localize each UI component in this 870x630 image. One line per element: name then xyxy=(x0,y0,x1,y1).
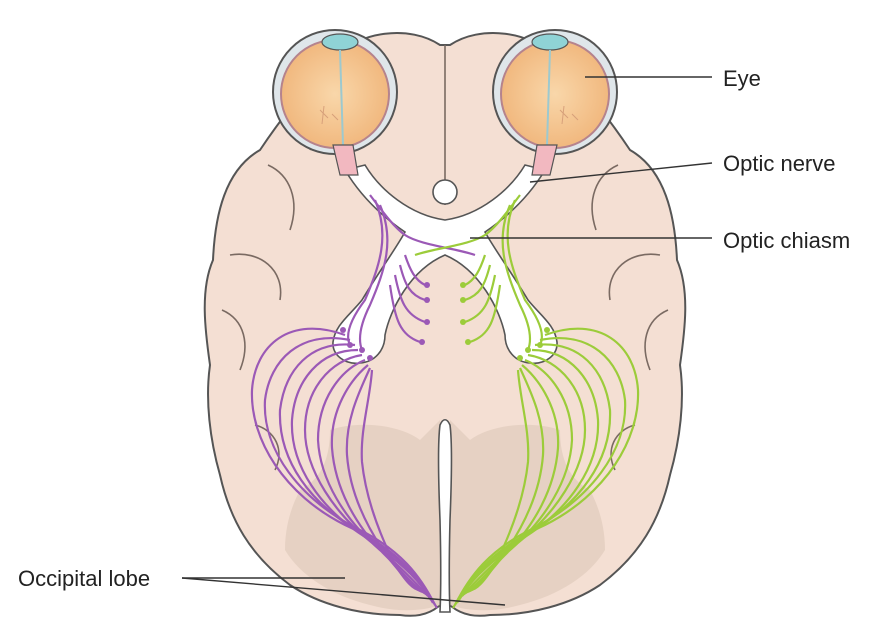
right-eye xyxy=(492,29,618,176)
left-eye xyxy=(272,29,398,176)
optic-chiasm-structure xyxy=(332,164,558,365)
optic-chiasm-label: Optic chiasm xyxy=(723,228,851,253)
leader-lines xyxy=(181,76,713,606)
occipital-lobe-label: Occipital lobe xyxy=(18,566,151,591)
optic-nerve-leader-line xyxy=(529,162,713,183)
right-pathway-dots xyxy=(460,282,550,361)
left-pathway-dots xyxy=(340,282,430,361)
right-visual-pathway xyxy=(414,194,640,609)
left-visual-pathway xyxy=(250,194,476,609)
eye-label: Eye xyxy=(723,66,761,91)
occipital-leader-line-2 xyxy=(181,577,506,606)
pituitary-circle xyxy=(432,179,458,205)
longitudinal-fissure xyxy=(437,418,453,613)
optic-nerve-label: Optic nerve xyxy=(723,151,836,176)
